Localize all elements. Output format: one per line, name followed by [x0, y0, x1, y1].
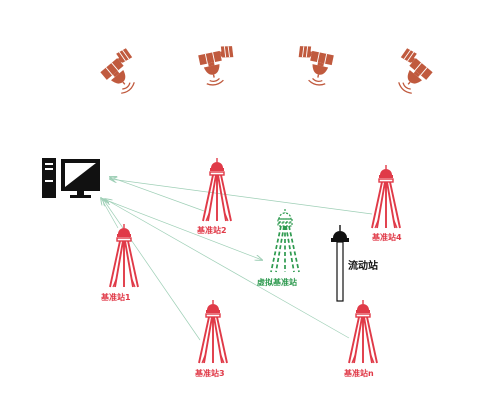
link-line	[110, 179, 373, 215]
tripod-icon	[109, 223, 139, 288]
satellite-icon	[384, 45, 436, 98]
base-station-2-label: 基准站2	[197, 226, 227, 235]
computer-icon	[42, 158, 100, 198]
satellite-icon	[97, 45, 149, 98]
base-station-4-label: 基准站4	[372, 233, 402, 242]
tripod-icon	[270, 208, 300, 273]
satellite-icon	[196, 43, 240, 88]
tripod-icon	[348, 299, 378, 364]
link-line	[105, 199, 262, 260]
rover-label: 流动站	[348, 261, 378, 272]
tripod-icon	[202, 157, 232, 222]
base-station-3-label: 基准站3	[195, 369, 225, 378]
link-line	[103, 199, 201, 341]
base-station-1-label: 基准站1	[101, 293, 131, 302]
virtual-station-label: 虚拟基准站	[257, 278, 297, 287]
tripod-icon	[371, 164, 401, 229]
link-lines	[101, 177, 373, 341]
satellite-icon	[292, 43, 336, 88]
link-line	[101, 198, 119, 229]
link-line	[105, 199, 350, 339]
rover-pole-icon	[331, 225, 349, 302]
base-station-n-label: 基准站n	[344, 369, 374, 378]
link-line	[110, 177, 205, 212]
tripod-icon	[198, 299, 228, 364]
